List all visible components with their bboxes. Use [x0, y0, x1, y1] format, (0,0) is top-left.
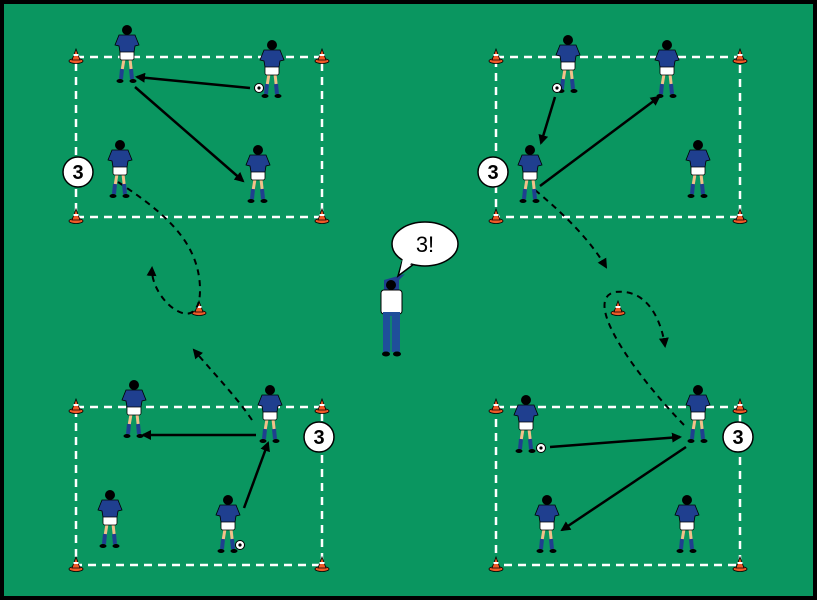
player	[517, 145, 543, 203]
cone	[610, 299, 626, 316]
cone	[488, 397, 504, 414]
player	[215, 495, 241, 553]
cone	[68, 555, 84, 572]
player	[654, 40, 680, 98]
grid-number-badge: 3	[303, 421, 335, 453]
cone	[314, 207, 330, 224]
player	[674, 495, 700, 553]
cone	[732, 555, 748, 572]
grid-number: 3	[732, 427, 743, 449]
run-path	[192, 348, 253, 421]
player	[245, 145, 271, 203]
cone	[68, 207, 84, 224]
player	[534, 495, 560, 553]
coach-call: 3!	[416, 232, 434, 257]
ball	[254, 83, 264, 93]
pass-arrow	[549, 432, 682, 449]
grid-number-badge: 3	[477, 156, 509, 188]
player	[555, 35, 581, 93]
grid-number: 3	[72, 162, 83, 184]
cone	[314, 397, 330, 414]
grid-number: 3	[487, 162, 498, 184]
run-path	[534, 189, 608, 269]
cone	[68, 47, 84, 64]
grid-top-left: 3	[62, 47, 330, 224]
run-path	[603, 290, 685, 426]
coach	[380, 274, 405, 357]
grid-bottom-left: 3	[68, 397, 335, 572]
cone	[314, 555, 330, 572]
pass-arrow	[538, 96, 557, 145]
player	[685, 140, 711, 198]
grid-number-badge: 3	[62, 156, 94, 188]
ball	[536, 443, 546, 453]
grid-number: 3	[313, 427, 324, 449]
pass-arrow	[135, 72, 251, 90]
cone	[488, 47, 504, 64]
cone	[732, 397, 748, 414]
player	[257, 385, 283, 443]
cone	[488, 555, 504, 572]
player	[259, 40, 285, 98]
player	[107, 140, 133, 198]
cone	[732, 47, 748, 64]
grid-number-badge: 3	[722, 421, 754, 453]
cone	[314, 47, 330, 64]
grid-top-right: 3	[477, 47, 748, 224]
player	[513, 395, 539, 453]
cone	[68, 397, 84, 414]
player	[685, 385, 711, 443]
player	[97, 490, 123, 548]
speech-bubble: 3!	[391, 221, 459, 278]
pass-arrow	[539, 95, 661, 188]
cone	[732, 207, 748, 224]
player	[121, 380, 147, 438]
pass-arrow	[134, 86, 245, 183]
ball	[552, 83, 562, 93]
run-path	[117, 181, 202, 315]
cone	[488, 207, 504, 224]
player	[114, 25, 140, 83]
grid-bottom-right: 3	[488, 397, 754, 572]
pass-arrow	[242, 441, 270, 509]
ball	[235, 540, 245, 550]
pass-arrow	[560, 445, 687, 532]
